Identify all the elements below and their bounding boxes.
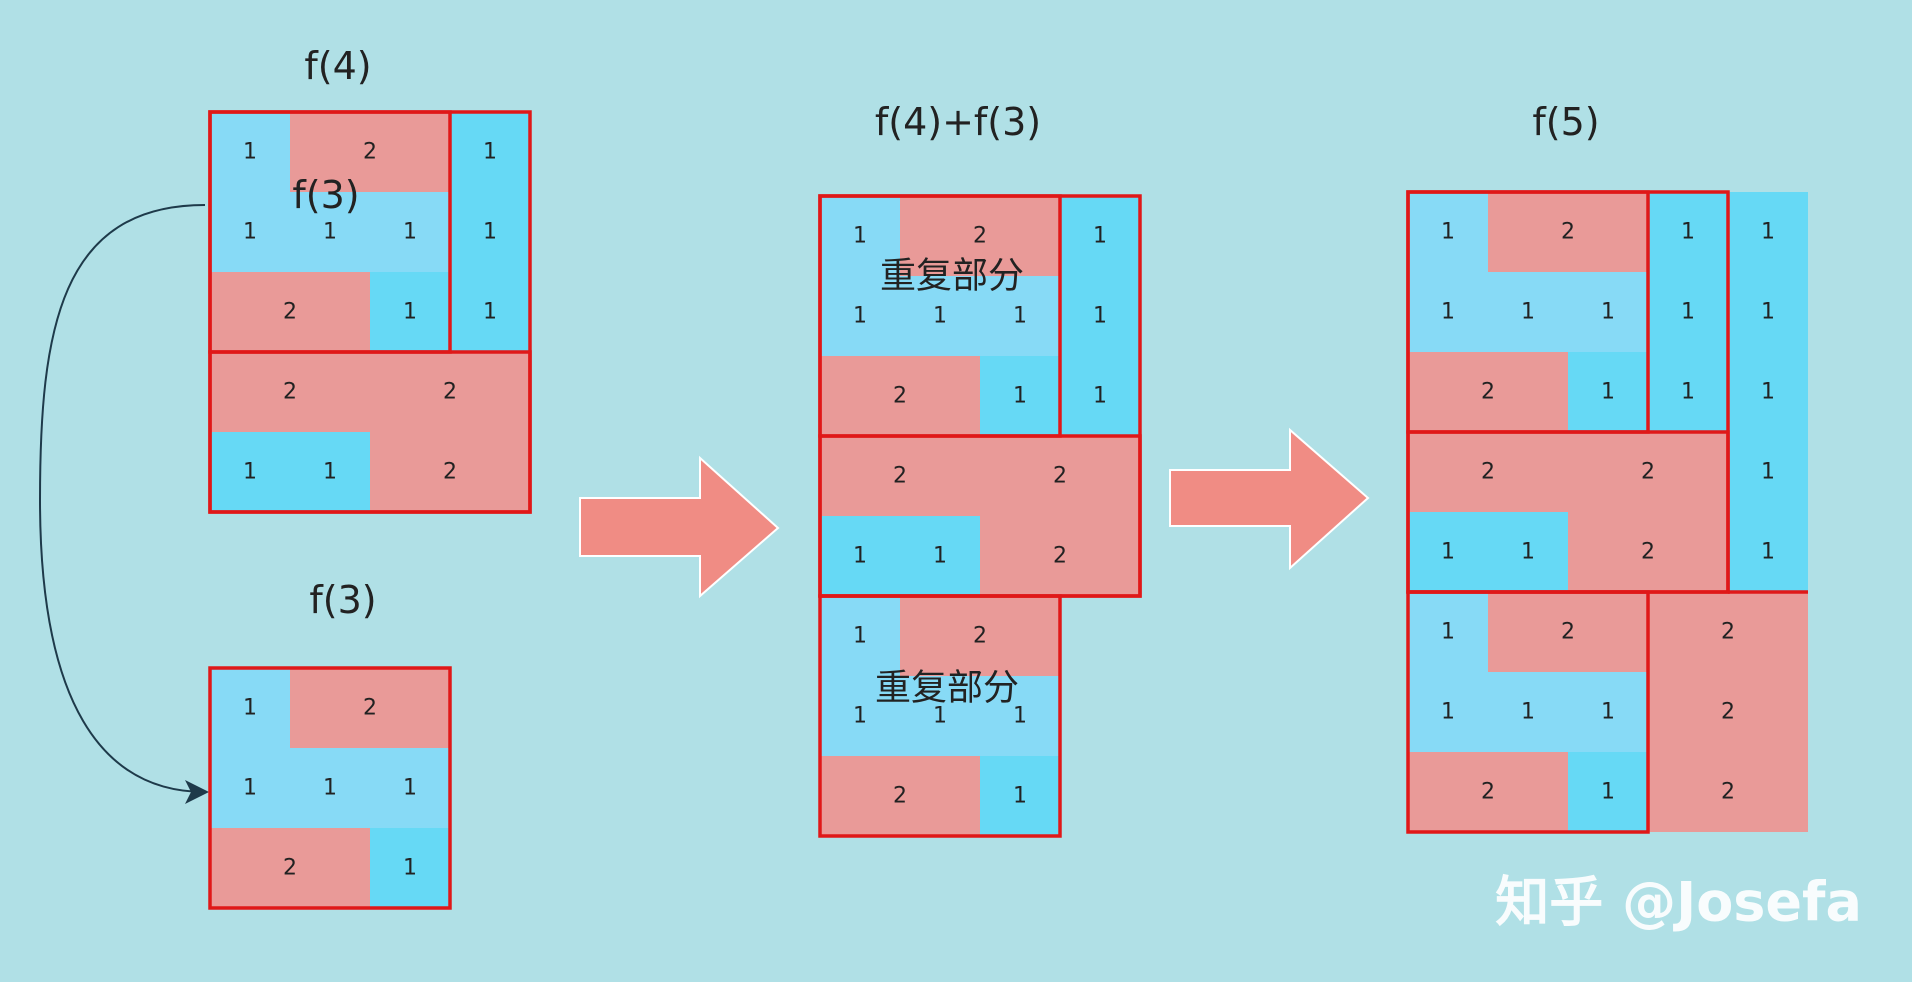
repeat-label-bottom: 重复部分 bbox=[875, 668, 1019, 709]
connector-curve bbox=[38, 204, 209, 804]
tile-num: 2 bbox=[363, 696, 377, 721]
tile-num: 2 bbox=[1053, 464, 1067, 489]
f3-outer-border bbox=[208, 666, 452, 910]
f4-grid: 1 2 1 1 1 1 1 2 1 1 2 2 1 1 2 bbox=[208, 110, 532, 514]
tile-num: 2 bbox=[1053, 544, 1067, 569]
tile-num: 1 bbox=[403, 776, 417, 801]
tile-num: 1 bbox=[1601, 780, 1615, 805]
tile-num: 2 bbox=[1641, 460, 1655, 485]
tile-num: 2 bbox=[893, 464, 907, 489]
tile-num: 2 bbox=[1561, 220, 1575, 245]
tile-num: 2 bbox=[973, 224, 987, 249]
tile-num: 2 bbox=[1641, 540, 1655, 565]
tile-num: 1 bbox=[323, 460, 337, 485]
tile-num: 1 bbox=[1013, 784, 1027, 809]
tile-num: 1 bbox=[853, 224, 867, 249]
right-arrow-icon bbox=[1169, 427, 1370, 571]
tile-num: 1 bbox=[1761, 540, 1775, 565]
tile-num: 2 bbox=[443, 380, 457, 405]
tile-num: 1 bbox=[1521, 700, 1535, 725]
tile-num: 1 bbox=[1761, 460, 1775, 485]
f4-outer-border bbox=[208, 110, 532, 514]
tile-num: 2 bbox=[283, 300, 297, 325]
tile-num: 2 bbox=[973, 624, 987, 649]
tile-num: 1 bbox=[853, 624, 867, 649]
tile-num: 2 bbox=[1481, 380, 1495, 405]
tile-num: 2 bbox=[283, 380, 297, 405]
tile-num: 1 bbox=[243, 140, 257, 165]
tile-num: 1 bbox=[853, 544, 867, 569]
tile-num: 1 bbox=[853, 304, 867, 329]
f5-grid: 1 2 1 1 1 1 1 1 1 2 1 1 1 2 2 1 1 1 2 1 … bbox=[1406, 190, 1808, 834]
sum-grid: 1 2 1 1 1 1 1 2 1 1 2 2 1 1 2 1 2 1 1 1 … bbox=[818, 194, 1142, 838]
f3-grid: 1 2 1 1 1 2 1 bbox=[208, 666, 452, 910]
tile-num: 1 bbox=[483, 140, 497, 165]
tile-num: 1 bbox=[1013, 304, 1027, 329]
tile-num: 1 bbox=[483, 300, 497, 325]
tile-num: 1 bbox=[1761, 380, 1775, 405]
tile-num: 1 bbox=[243, 776, 257, 801]
tile-num: 1 bbox=[243, 696, 257, 721]
tile-num: 1 bbox=[1093, 384, 1107, 409]
tile-num: 1 bbox=[243, 460, 257, 485]
tile-num: 1 bbox=[1441, 700, 1455, 725]
tile-num: 2 bbox=[1721, 700, 1735, 725]
tile-num: 1 bbox=[243, 220, 257, 245]
tile-num: 1 bbox=[1601, 300, 1615, 325]
tile-num: 2 bbox=[893, 384, 907, 409]
tile-num: 2 bbox=[1561, 620, 1575, 645]
tile-num: 1 bbox=[1761, 300, 1775, 325]
tile-num: 2 bbox=[443, 460, 457, 485]
tile-num: 1 bbox=[933, 544, 947, 569]
tile-num: 2 bbox=[283, 856, 297, 881]
tile-num: 1 bbox=[483, 220, 497, 245]
tile-num: 1 bbox=[1441, 540, 1455, 565]
tile-num: 2 bbox=[1481, 460, 1495, 485]
f3-title: f(3) bbox=[309, 578, 376, 622]
tile-num: 2 bbox=[363, 140, 377, 165]
tile-num: 1 bbox=[1681, 380, 1695, 405]
tile-num: 1 bbox=[323, 776, 337, 801]
tile-num: 1 bbox=[1601, 700, 1615, 725]
tile-num: 1 bbox=[403, 856, 417, 881]
f4-inner-f3-label: f(3) bbox=[292, 173, 359, 217]
watermark: 知乎 @Josefa bbox=[1495, 871, 1862, 934]
f5-title: f(5) bbox=[1532, 100, 1599, 144]
tile-num: 1 bbox=[403, 220, 417, 245]
tile-num: 1 bbox=[1013, 384, 1027, 409]
tile-num: 1 bbox=[403, 300, 417, 325]
tile-num: 1 bbox=[1093, 224, 1107, 249]
tile-num: 1 bbox=[853, 704, 867, 729]
tile-num: 1 bbox=[1441, 620, 1455, 645]
repeat-label-top: 重复部分 bbox=[880, 256, 1024, 297]
tile-num: 1 bbox=[323, 220, 337, 245]
tile-num: 1 bbox=[933, 704, 947, 729]
tile-num: 1 bbox=[1441, 220, 1455, 245]
tile-num: 1 bbox=[1093, 304, 1107, 329]
tile-num: 1 bbox=[1521, 300, 1535, 325]
tile-num: 2 bbox=[1721, 780, 1735, 805]
tile-num: 1 bbox=[1601, 380, 1615, 405]
tile-num: 1 bbox=[1441, 300, 1455, 325]
sum-title: f(4)+f(3) bbox=[875, 100, 1041, 144]
tile-num: 2 bbox=[893, 784, 907, 809]
right-arrow-icon bbox=[579, 455, 780, 599]
tile-num: 1 bbox=[1013, 704, 1027, 729]
tile-num: 2 bbox=[1721, 620, 1735, 645]
tile-num: 1 bbox=[1681, 220, 1695, 245]
f4-title: f(4) bbox=[304, 44, 371, 88]
tile-num: 1 bbox=[1681, 300, 1695, 325]
tile-num: 1 bbox=[1761, 220, 1775, 245]
tile-num: 2 bbox=[1481, 780, 1495, 805]
tile-num: 1 bbox=[933, 304, 947, 329]
tile-num: 1 bbox=[1521, 540, 1535, 565]
